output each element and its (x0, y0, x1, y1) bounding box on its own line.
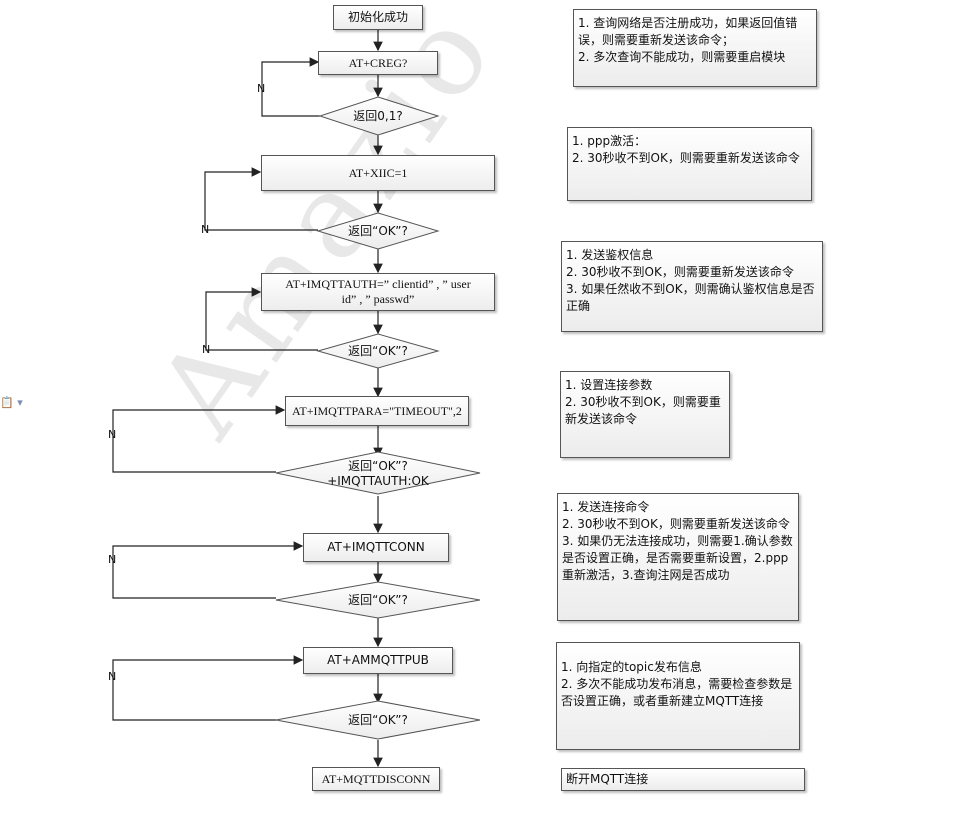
note-auth-line-3: 3. 如果任然收不到OK，则需确认鉴权信息是否正确 (566, 282, 815, 313)
note-creg: 1. 查询网络是否注册成功，如果返回值错误，则需要重新发送该命令； 2. 多次查… (573, 9, 817, 87)
decision-pub-label: 返回“OK”? (348, 713, 408, 727)
loop-creg (261, 57, 320, 117)
note-disconn: 断开MQTT连接 (561, 768, 805, 791)
node-creg: AT+CREG? (318, 51, 438, 75)
node-auth-line1: AT+IMQTTAUTH=” clientid” , ” user (285, 277, 471, 291)
note-conn-line-3: 3. 如果仍无法连接成功，则需要1.确认参数是否设置正确，是否需要重新设置，2.… (562, 534, 793, 582)
decision-para-label-2: +IMQTTAUTH:OK (327, 474, 429, 488)
decision-para-label-1: 返回“OK”? (348, 459, 408, 473)
no-label-xiic: N (201, 223, 210, 236)
note-disconn-line-1: 断开MQTT连接 (566, 772, 649, 786)
note-auth: 1. 发送鉴权信息 2. 30秒收不到OK，则需要重新发送该命令 3. 如果任然… (561, 241, 823, 332)
node-conn: AT+IMQTTCONN (303, 533, 449, 562)
loop-conn (112, 541, 304, 599)
no-label-conn: N (108, 553, 117, 566)
note-para-line-1: 1. 设置连接参数 (565, 378, 653, 392)
note-pub-line-2: 2. 多次不能成功发布消息，需要检查参数是否设置正确，或者重新建立MQTT连接 (561, 677, 793, 708)
note-para: 1. 设置连接参数 2. 30秒收不到OK，则需要重新发送该命令 (560, 371, 730, 458)
loop-pub (112, 655, 304, 721)
node-xiic: AT+XIIC=1 (261, 155, 495, 191)
note-pub-line-1: 1. 向指定的topic发布信息 (561, 660, 702, 674)
no-label-para: N (108, 428, 117, 441)
loop-xiic (204, 167, 318, 231)
decision-auth (316, 333, 440, 369)
note-xiic-line-1: 1. ppp激活： (572, 134, 647, 148)
decision-auth-label: 返回“OK”? (348, 344, 408, 358)
no-label-pub: N (108, 670, 117, 683)
loop-auth (205, 287, 318, 351)
node-disconn: AT+MQTTDISCONN (312, 767, 440, 791)
node-auth-line2: id” , ” passwd” (341, 292, 415, 306)
note-xiic: 1. ppp激活： 2. 30秒收不到OK，则需要重新发送该命令 (567, 127, 812, 201)
note-para-line-2: 2. 30秒收不到OK，则需要重新发送该命令 (565, 395, 721, 426)
node-start: 初始化成功 (333, 5, 423, 30)
node-auth: AT+IMQTTAUTH=” clientid” , ” user id” , … (261, 273, 495, 311)
paste-options-icon[interactable]: 📋 ▾ (0, 396, 23, 409)
note-auth-line-1: 1. 发送鉴权信息 (566, 248, 654, 262)
loop-para (112, 405, 286, 473)
note-conn-line-2: 2. 30秒收不到OK，则需要重新发送该命令 (562, 517, 790, 531)
note-conn-line-1: 1. 发送连接命令 (562, 500, 650, 514)
note-xiic-line-2: 2. 30秒收不到OK，则需要重新发送该命令 (572, 151, 800, 165)
decision-creg (318, 96, 440, 136)
decision-para (275, 451, 481, 495)
node-para: AT+IMQTTPARA="TIMEOUT",2 (285, 396, 469, 426)
no-label-auth: N (202, 343, 211, 356)
decision-pub (275, 700, 481, 740)
decision-conn (275, 581, 481, 619)
note-creg-line-1: 1. 查询网络是否注册成功，如果返回值错误，则需要重新发送该命令； (578, 16, 798, 47)
note-auth-line-2: 2. 30秒收不到OK，则需要重新发送该命令 (566, 265, 794, 279)
decision-conn-label: 返回“OK”? (348, 593, 408, 607)
decision-xiic-label: 返回“OK”? (348, 224, 408, 238)
decision-xiic (316, 212, 440, 250)
note-creg-line-2: 2. 多次查询不能成功，则需要重启模块 (578, 50, 786, 64)
note-pub: 1. 向指定的topic发布信息 2. 多次不能成功发布消息，需要检查参数是否设… (556, 642, 800, 750)
node-pub: AT+AMMQTTPUB (303, 647, 453, 674)
decision-creg-label: 返回0,1? (353, 109, 403, 123)
note-conn: 1. 发送连接命令 2. 30秒收不到OK，则需要重新发送该命令 3. 如果仍无… (557, 493, 799, 621)
no-label-creg: N (257, 82, 266, 95)
